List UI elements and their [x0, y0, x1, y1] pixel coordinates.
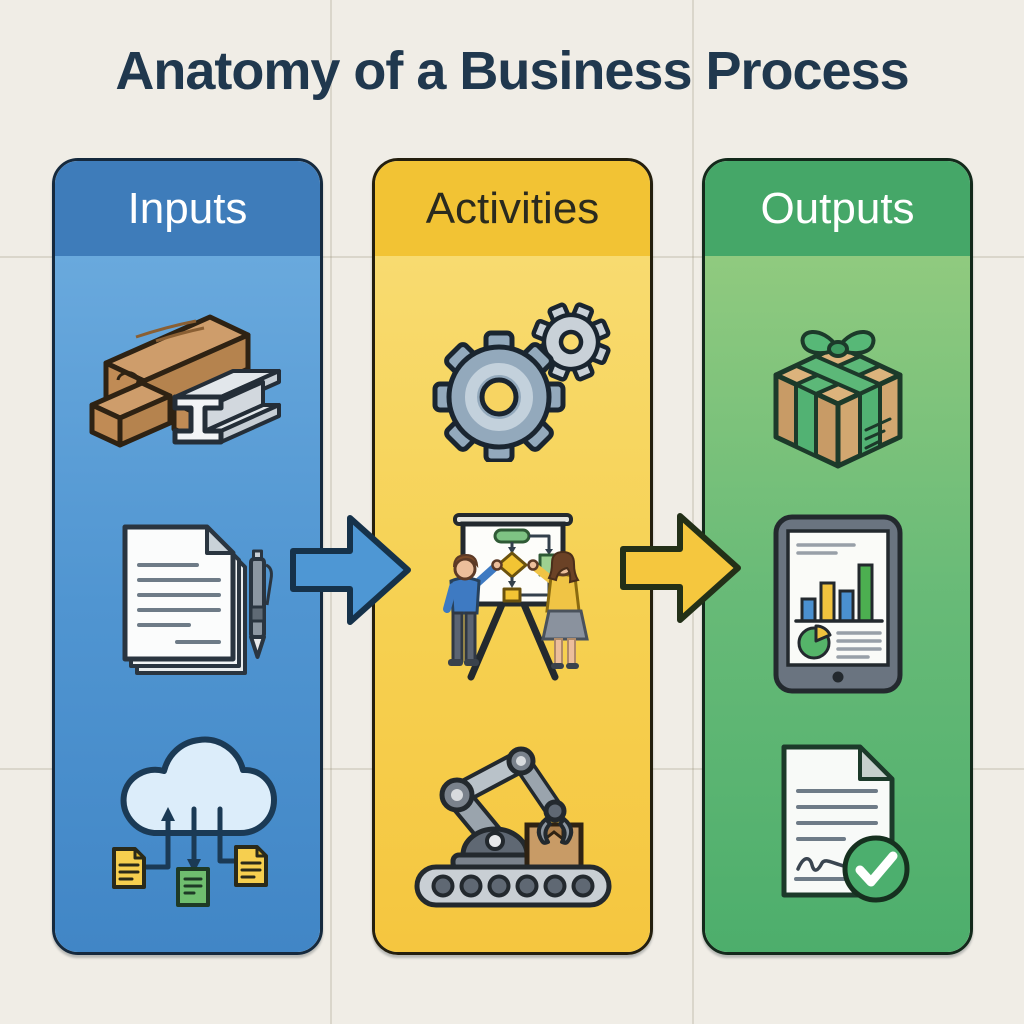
analytics-tablet-icon — [773, 514, 902, 694]
column-activities-label: Activities — [425, 183, 600, 233]
column-inputs-header: Inputs — [55, 161, 320, 256]
column-activities-header: Activities — [375, 161, 650, 256]
column-outputs-body — [705, 256, 970, 952]
approved-document-icon — [781, 744, 909, 902]
column-activities-body — [375, 256, 650, 952]
grid-line — [330, 0, 332, 1024]
page-title: Anatomy of a Business Process — [115, 41, 909, 101]
gears-icon — [432, 302, 611, 462]
activities-to-outputs-arrow — [620, 513, 741, 623]
grid-line — [692, 0, 694, 1024]
cloud-data-icon — [111, 736, 277, 908]
team-whiteboard-icon — [442, 512, 589, 680]
column-activities: Activities — [372, 158, 653, 955]
column-inputs-label: Inputs — [127, 183, 248, 233]
gift-package-icon — [773, 329, 902, 468]
robotic-arm-icon — [414, 746, 611, 908]
raw-materials-icon — [89, 314, 281, 448]
documents-pen-icon — [122, 524, 273, 675]
column-outputs-label: Outputs — [760, 183, 915, 233]
column-inputs: Inputs — [52, 158, 323, 955]
column-outputs-header: Outputs — [705, 161, 970, 256]
column-outputs: Outputs — [702, 158, 973, 955]
column-inputs-body — [55, 256, 320, 952]
inputs-to-activities-arrow — [290, 515, 411, 625]
